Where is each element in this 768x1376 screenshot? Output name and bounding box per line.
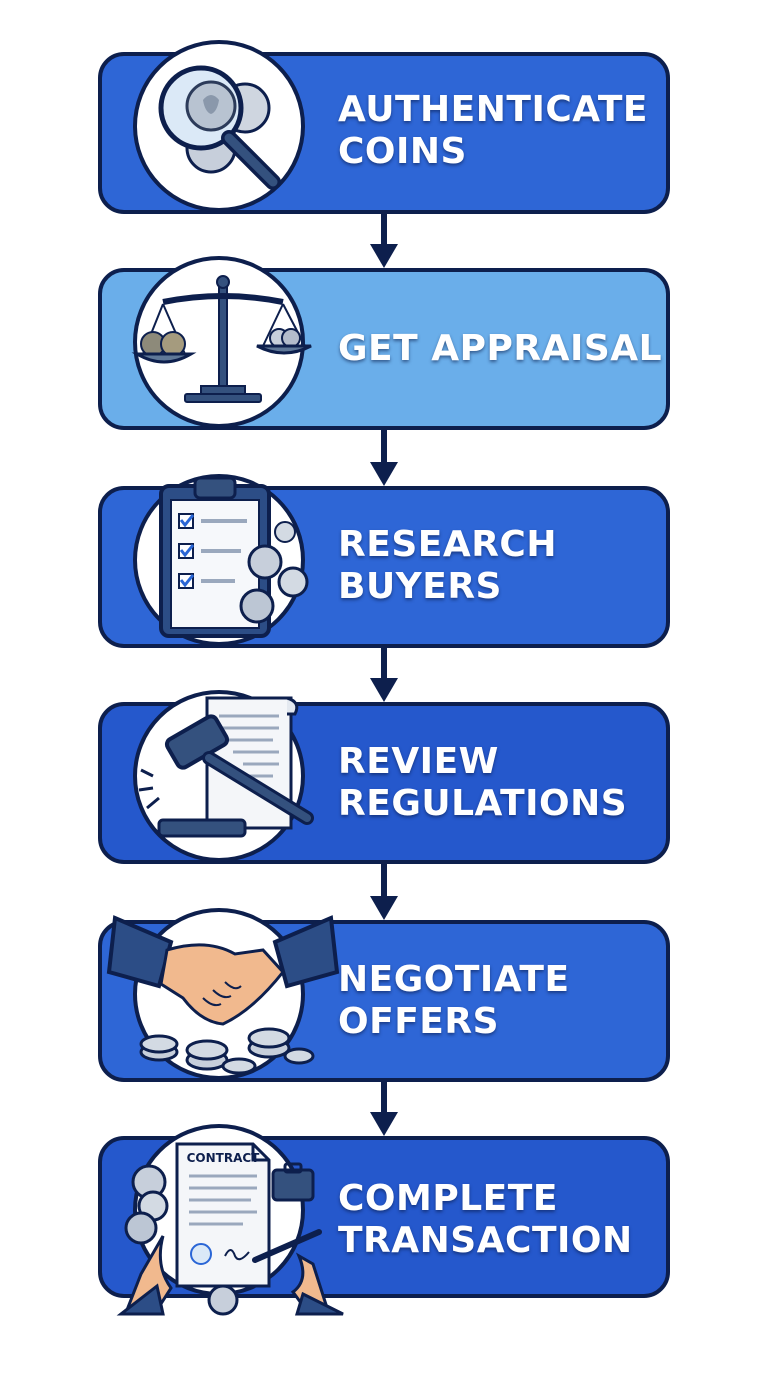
step-label-line: BUYERS (338, 566, 502, 607)
step-label: REVIEW REGULATIONS (338, 741, 658, 825)
step-label-line: RESEARCH (338, 524, 557, 565)
step-label-line: AUTHENTICATE (338, 89, 648, 130)
step-label-line: REVIEW (338, 741, 499, 782)
clipboard-checklist-icon (133, 474, 309, 646)
step-label: NEGOTIATE OFFERS (338, 959, 658, 1043)
step-label: RESEARCH BUYERS (338, 524, 658, 608)
flow-arrow (369, 430, 399, 486)
magnifier-coins-icon (133, 40, 305, 212)
step-label: AUTHENTICATE COINS (338, 89, 658, 173)
step-label-line: COINS (338, 131, 467, 172)
step-label: COMPLETE TRANSACTION (338, 1178, 658, 1262)
flow-arrow (369, 648, 399, 702)
step-label-line: NEGOTIATE (338, 959, 570, 1000)
flow-arrow (369, 1082, 399, 1136)
step-label-line: COMPLETE (338, 1178, 558, 1219)
step-label-line: OFFERS (338, 1001, 500, 1042)
step-label-line: TRANSACTION (338, 1220, 633, 1261)
contract-heading: CONTRACT (187, 1151, 261, 1165)
step-label-line: GET APPRAISAL (338, 328, 663, 369)
handshake-icon (106, 908, 340, 1080)
flow-arrow (369, 214, 399, 268)
step-label: GET APPRAISAL (338, 328, 663, 370)
gavel-document-icon (133, 690, 314, 862)
signing-contract-icon: CONTRACT (116, 1124, 344, 1316)
step-label-line: REGULATIONS (338, 783, 628, 824)
flow-arrow (369, 864, 399, 920)
balance-scale-icon (131, 256, 312, 428)
